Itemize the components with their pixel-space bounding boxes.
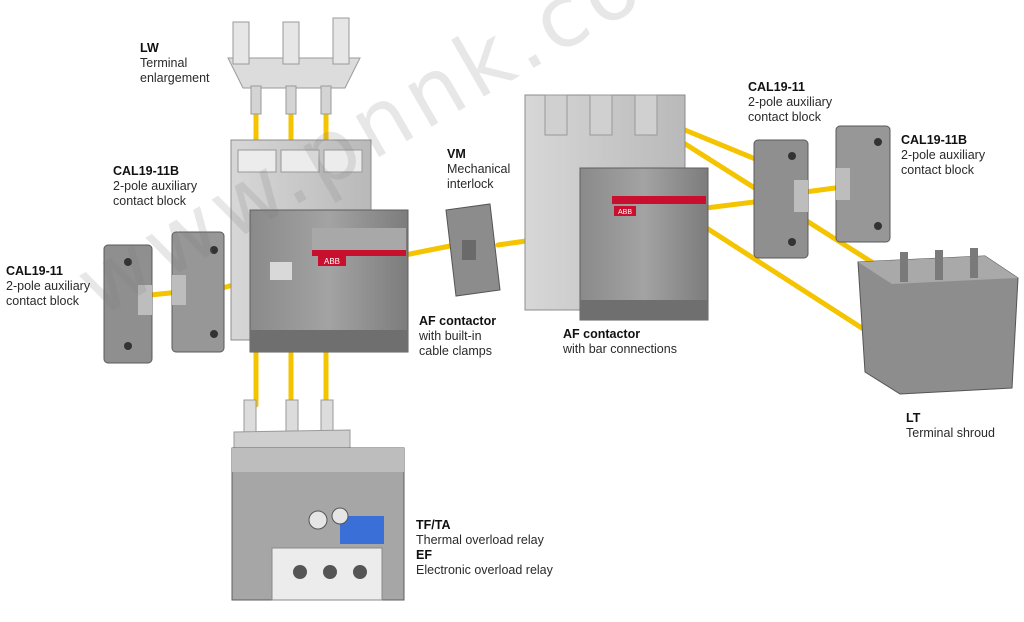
label-cal19-11-left-line-1: 2-pole auxiliary bbox=[6, 279, 91, 293]
label-cal19-11-right-line-1: 2-pole auxiliary bbox=[748, 95, 833, 109]
label-cal19-11b-right-title: CAL19-11B bbox=[901, 133, 967, 147]
abb-logo-right: ABB bbox=[618, 209, 632, 216]
label-af-bar-line-1: with bar connections bbox=[563, 342, 677, 356]
cal19-11b-right-block bbox=[835, 125, 891, 243]
label-cal19-11-right: CAL19-11 2-pole auxiliary contact block bbox=[748, 80, 832, 125]
label-lw-title: LW bbox=[140, 41, 159, 55]
label-cal19-11-right-title: CAL19-11 bbox=[748, 80, 805, 94]
label-cal19-11b-right-line-2: contact block bbox=[901, 163, 974, 177]
label-af-clamps-line-1: with built-in bbox=[419, 329, 482, 343]
lw-terminal-enlargement bbox=[227, 17, 361, 115]
af-contactor-cable-clamps: ABB bbox=[230, 139, 409, 353]
label-tf-ta: TF/TA Thermal overload relay EF Electron… bbox=[416, 518, 553, 578]
overload-relay bbox=[231, 399, 405, 601]
lt-terminal-shroud bbox=[857, 248, 1019, 395]
label-cal19-11b-right-line-1: 2-pole auxiliary bbox=[901, 148, 986, 162]
abb-logo-left: ABB bbox=[324, 257, 340, 266]
label-cal19-11b-left-line-2: contact block bbox=[113, 194, 186, 208]
label-cal19-11b-right: CAL19-11B 2-pole auxiliary contact block bbox=[901, 133, 985, 178]
cal19-11-left-block bbox=[103, 244, 153, 364]
label-vm: VM Mechanical interlock bbox=[447, 147, 510, 192]
label-af-clamps-title: AF contactor bbox=[419, 314, 497, 328]
label-lw: LW Terminal enlargement bbox=[140, 41, 210, 86]
label-lw-line-2: enlargement bbox=[140, 71, 210, 85]
label-lt-line-1: Terminal shroud bbox=[906, 426, 995, 440]
label-cal19-11-left-line-2: contact block bbox=[6, 294, 79, 308]
label-cal19-11-right-line-2: contact block bbox=[748, 110, 821, 124]
label-tf-line-1: Thermal overload relay bbox=[416, 533, 544, 547]
label-af-contactor-clamps: AF contactor with built-in cable clamps bbox=[419, 314, 496, 359]
label-af-contactor-bar: AF contactor with bar connections bbox=[563, 327, 677, 357]
label-af-clamps-line-2: cable clamps bbox=[419, 344, 492, 358]
cal19-11b-left-block bbox=[171, 231, 225, 353]
label-vm-line-2: interlock bbox=[447, 177, 494, 191]
label-lt-title: LT bbox=[906, 411, 921, 425]
vm-mechanical-interlock bbox=[445, 203, 501, 297]
label-cal19-11b-left-line-1: 2-pole auxiliary bbox=[113, 179, 198, 193]
label-ef-line-1: Electronic overload relay bbox=[416, 563, 553, 577]
label-cal19-11-left: CAL19-11 2-pole auxiliary contact block bbox=[6, 264, 90, 309]
label-tf-title: TF/TA bbox=[416, 518, 451, 532]
label-cal19-11-left-title: CAL19-11 bbox=[6, 264, 63, 278]
label-lt: LT Terminal shroud bbox=[906, 411, 995, 441]
label-cal19-11b-left: CAL19-11B 2-pole auxiliary contact block bbox=[113, 164, 197, 209]
connector-vm-left bbox=[402, 242, 458, 258]
cal19-11-right-block bbox=[753, 139, 809, 259]
label-cal19-11b-left-title: CAL19-11B bbox=[113, 164, 179, 178]
label-vm-line-1: Mechanical bbox=[447, 162, 511, 176]
af-contactor-bar-connections: ABB bbox=[524, 94, 709, 321]
label-af-bar-title: AF contactor bbox=[563, 327, 641, 341]
label-ef-title: EF bbox=[416, 548, 432, 562]
label-lw-line-1: Terminal bbox=[140, 56, 188, 70]
label-vm-title: VM bbox=[447, 147, 466, 161]
